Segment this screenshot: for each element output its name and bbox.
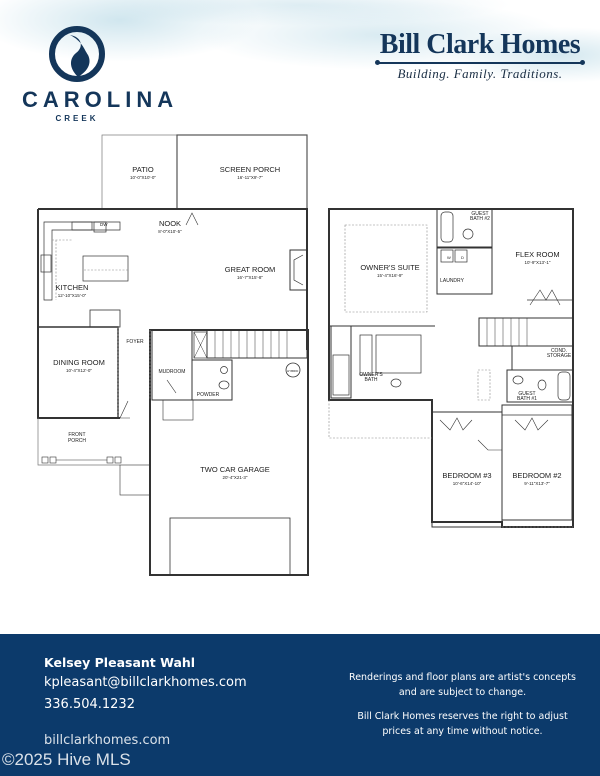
room-foyer: FOYER	[126, 339, 144, 345]
disclaimer-pricing: Bill Clark Homes reserves the right to a…	[357, 711, 568, 737]
disclaimer-renderings: Renderings and floor plans are artist's …	[349, 672, 576, 698]
room-nook: NOOK 8'-0"X10'-5"	[158, 219, 182, 234]
svg-text:HYBRID: HYBRID	[287, 369, 299, 373]
bill-clark-homes-logo: Bill Clark Homes Building. Family. Tradi…	[375, 30, 585, 82]
watercolor-background	[0, 0, 600, 150]
room-bedroom-2: BEDROOM #2 9'-11"X13'-7"	[512, 471, 562, 486]
agent-contact: Kelsey Pleasant Wahl kpleasant@billclark…	[44, 654, 247, 752]
room-cond-storage: COND. STORAGE	[546, 348, 572, 359]
room-mudroom: MUDROOM	[158, 369, 186, 375]
room-great-room: GREAT ROOM 16'-7"X15'-8"	[224, 265, 276, 280]
room-owners-bath: OWNER'S BATH	[359, 372, 383, 383]
logo-divider	[375, 60, 585, 65]
first-floor-plan: DW HYBRID PATIO 10'-0"X10'-0" SCREEN POR…	[0, 0, 330, 600]
second-floor-drawing: W D	[328, 208, 574, 528]
room-dining-room: DINING ROOM 10'-4"X12'-0"	[53, 358, 105, 373]
mls-watermark: ©2025 Hive MLS	[2, 750, 131, 769]
agent-name: Kelsey Pleasant Wahl	[44, 655, 196, 670]
room-flex-room: FLEX ROOM 10'-9"X13'-1"	[515, 250, 560, 265]
room-bedroom-3: BEDROOM #3 10'-6"X14'-10"	[442, 471, 492, 486]
svg-text:DW: DW	[100, 222, 108, 227]
second-floor-plan: W D OWNER'S SUITE 15'-4"X16'-9" GUEST BA…	[328, 208, 574, 528]
room-two-car-garage: TWO CAR GARAGE 20'-4"X21-3"	[200, 465, 270, 480]
room-guest-bath-2: GUEST BATH #2	[470, 211, 490, 222]
room-screen-porch: SCREEN PORCH 16'-11"X9'-7"	[219, 165, 281, 180]
disclaimer: Renderings and floor plans are artist's …	[345, 670, 580, 739]
first-floor-drawing: DW HYBRID	[37, 134, 309, 576]
svg-text:W: W	[447, 255, 451, 260]
agent-phone[interactable]: 336.504.1232	[44, 697, 135, 712]
heron-circle-icon	[49, 26, 105, 82]
room-front-porch: FRONT PORCH	[67, 432, 87, 444]
room-patio: PATIO 10'-0"X10'-0"	[130, 165, 156, 180]
room-laundry: LAUNDRY	[440, 278, 464, 284]
company-tagline: Building. Family. Traditions.	[397, 66, 563, 81]
logo-sub: CREEK	[55, 114, 99, 123]
footer: Kelsey Pleasant Wahl kpleasant@billclark…	[0, 634, 600, 776]
agent-email[interactable]: kpleasant@billclarkhomes.com	[44, 675, 247, 690]
room-kitchen: KITCHEN 12'-10"X15'-0"	[55, 283, 89, 298]
company-website[interactable]: billclarkhomes.com	[44, 733, 171, 748]
room-powder: POWDER	[196, 392, 220, 398]
svg-text:D: D	[461, 255, 464, 260]
room-guest-bath-1: GUEST BATH #1	[517, 391, 537, 402]
company-name: Bill Clark Homes	[379, 29, 581, 60]
room-owners-suite: OWNER'S SUITE 15'-4"X16'-9"	[360, 263, 420, 278]
